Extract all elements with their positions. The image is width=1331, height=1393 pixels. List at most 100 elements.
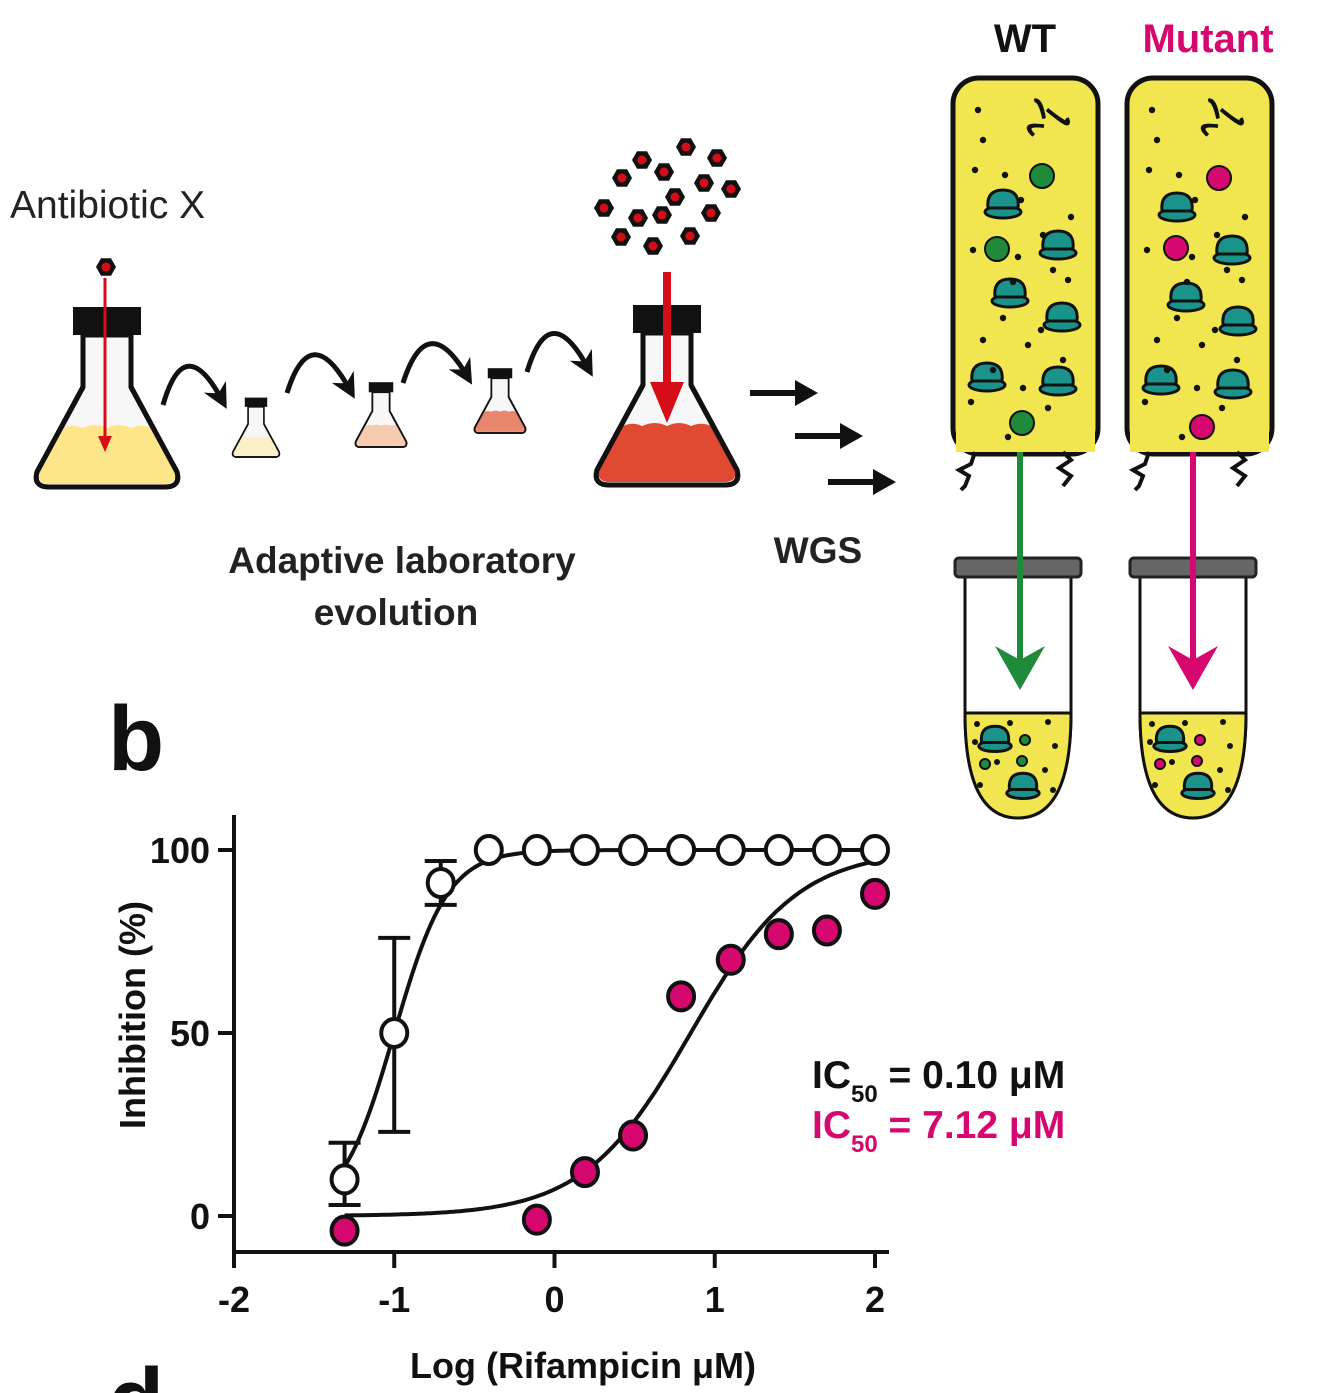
mutant-data-point [811, 914, 842, 947]
flask-cap [487, 368, 513, 379]
antibiotic-core [633, 213, 643, 223]
flask [473, 368, 527, 434]
ic50-wt-annotation: IC50 = 0.10 μM [812, 1054, 1065, 1108]
bacterial-cells [950, 75, 1275, 820]
wt-data-point [618, 834, 649, 866]
x-tick-label: 0 [544, 1279, 564, 1320]
small-molecule-dot [1163, 366, 1171, 374]
small-molecule-dot [979, 336, 987, 344]
small-molecule-dot [1198, 341, 1206, 349]
small-molecule-dot [972, 739, 978, 745]
antibiotic-core [712, 153, 722, 163]
mutant-data-point [618, 1119, 649, 1152]
ribosome-large-subunit [970, 361, 1004, 383]
small-molecule-dot [1045, 719, 1051, 725]
y-tick-label: 0 [190, 1196, 210, 1237]
small-molecule-dot [1143, 246, 1151, 254]
small-molecule-dot [1141, 398, 1149, 406]
wt-label: WT [994, 17, 1056, 61]
curved-arrow [160, 363, 227, 409]
small-molecule-dot [1233, 356, 1241, 364]
antibiotic-core [617, 173, 627, 183]
mutant-tube [1128, 452, 1258, 820]
flask [354, 382, 408, 448]
small-molecule-dot [1218, 404, 1226, 412]
small-molecule-dot [1009, 278, 1017, 286]
panel-label-b: b [108, 688, 164, 790]
target-protein [984, 236, 1010, 262]
target-protein [979, 758, 991, 770]
flask [33, 307, 181, 490]
small-molecule-dot [1001, 171, 1009, 179]
small-molecule-dot [1007, 720, 1013, 726]
target-protein [1029, 163, 1055, 189]
chromosome-dna-icon [1200, 98, 1244, 137]
mutant-cell [1124, 75, 1275, 492]
flask [231, 397, 281, 458]
panel-label-d: d [108, 1350, 164, 1393]
small-molecule-dot [1227, 743, 1233, 749]
wt-data-point [569, 834, 600, 866]
small-molecule-dot [1223, 266, 1231, 274]
wt-data-point [763, 834, 794, 866]
small-molecule-dot [971, 166, 979, 174]
ribosome-large-subunit [1041, 229, 1075, 251]
ribosome-large-subunit [1182, 771, 1214, 791]
red-arrow-head [650, 382, 684, 423]
culture-liquid [38, 425, 176, 484]
small-molecule-dot [1050, 787, 1056, 793]
wt-data-point [425, 866, 456, 899]
y-tick-label: 100 [150, 830, 210, 871]
wt-data-point [811, 834, 842, 866]
curved-arrow [400, 341, 473, 385]
small-molecule-dot [1152, 782, 1158, 788]
small-molecule-dot [1049, 266, 1057, 274]
antibiotic-core [699, 178, 709, 188]
small-molecule-dot [1044, 404, 1052, 412]
wt-tube [953, 452, 1083, 820]
antibiotic-core [681, 142, 691, 152]
small-molecule-dot [1153, 336, 1161, 344]
small-molecule-dot [967, 398, 975, 406]
small-molecule-dot [1175, 171, 1183, 179]
ribosome-large-subunit [1144, 364, 1178, 386]
ribosome-large-subunit [1169, 281, 1203, 303]
y-axis-label: Inhibition (%) [112, 901, 153, 1129]
wt-cell [950, 75, 1101, 492]
small-molecule-dot [1148, 106, 1156, 114]
ribosome-large-subunit [993, 277, 1027, 299]
small-molecule-dot [979, 136, 987, 144]
antibiotic-molecules [96, 138, 741, 276]
small-molecule-dot [1211, 326, 1219, 334]
mutant-data-point [666, 980, 697, 1013]
flagellum [1229, 450, 1249, 488]
target-protein [1154, 758, 1166, 770]
antibiotic-core [637, 155, 647, 165]
small-molecule-dot [1019, 384, 1027, 392]
small-molecule-dot [1183, 278, 1191, 286]
antibiotic-core [726, 184, 736, 194]
cell-body [950, 75, 1101, 457]
flask-outline [231, 423, 281, 458]
ribosome-large-subunit [1215, 234, 1249, 256]
small-molecule-dot [974, 106, 982, 114]
ribosome-large-subunit [1160, 191, 1194, 213]
antibiotic-core [616, 232, 626, 242]
small-molecule-dot [1182, 720, 1188, 726]
antibiotic-core [685, 231, 695, 241]
mutant-data-point [521, 1203, 552, 1236]
ribosome-large-subunit [1007, 771, 1039, 791]
small-molecule-dot [1042, 767, 1048, 773]
ribosome-large-subunit [1041, 365, 1075, 387]
antibiotic-core [648, 241, 658, 251]
ale-label-line2: evolution [314, 592, 478, 633]
small-molecule-dot [1241, 213, 1249, 221]
x-tick-label: -1 [378, 1279, 410, 1320]
ribosome-large-subunit [986, 188, 1020, 210]
ic50-mutant-annotation: IC50 = 7.12 μM [812, 1104, 1065, 1158]
ale-label-line1: Adaptive laboratory [228, 540, 576, 581]
curved-arrow [284, 352, 355, 399]
small-molecule-dot [1059, 356, 1067, 364]
mutant-data-point [329, 1214, 360, 1247]
